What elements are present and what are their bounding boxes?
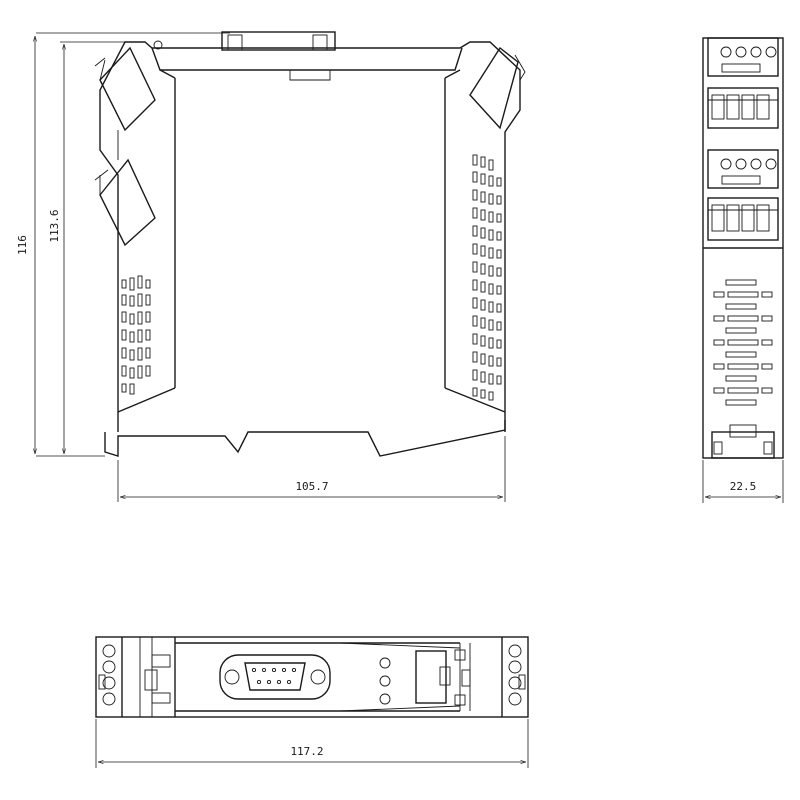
din-rail-foot [104, 420, 506, 457]
side-view [702, 37, 784, 459]
dim-side-width: 22.5 [730, 480, 757, 493]
left-terminal-screws [98, 644, 116, 706]
top-connector [221, 31, 336, 51]
side-vent-slots [713, 279, 773, 406]
left-lever-upper [94, 40, 163, 132]
top-right-clip [415, 643, 471, 711]
terminal-block-lower [707, 149, 779, 241]
terminal-block-upper [707, 37, 779, 129]
right-vent-slots [472, 154, 502, 401]
front-view-dimensions [35, 32, 506, 502]
status-leds [379, 657, 391, 705]
dim-height-outer: 116 [16, 235, 29, 255]
left-vent-slots [121, 275, 151, 395]
top-view-dimensions [95, 719, 529, 768]
dim-top-length: 117.2 [290, 745, 323, 758]
side-bottom-clip [711, 424, 775, 459]
left-lever-lower [94, 130, 156, 247]
side-view-dimensions [702, 460, 784, 503]
top-view [95, 636, 529, 718]
top-left-clip [139, 637, 171, 717]
dsub-connector [219, 654, 331, 700]
dim-width: 105.7 [295, 480, 328, 493]
dim-height-inner: 113.6 [48, 209, 61, 242]
housing-outline [99, 41, 521, 432]
right-lever [469, 46, 526, 130]
right-terminal-screws [508, 644, 526, 706]
front-view [94, 31, 526, 457]
